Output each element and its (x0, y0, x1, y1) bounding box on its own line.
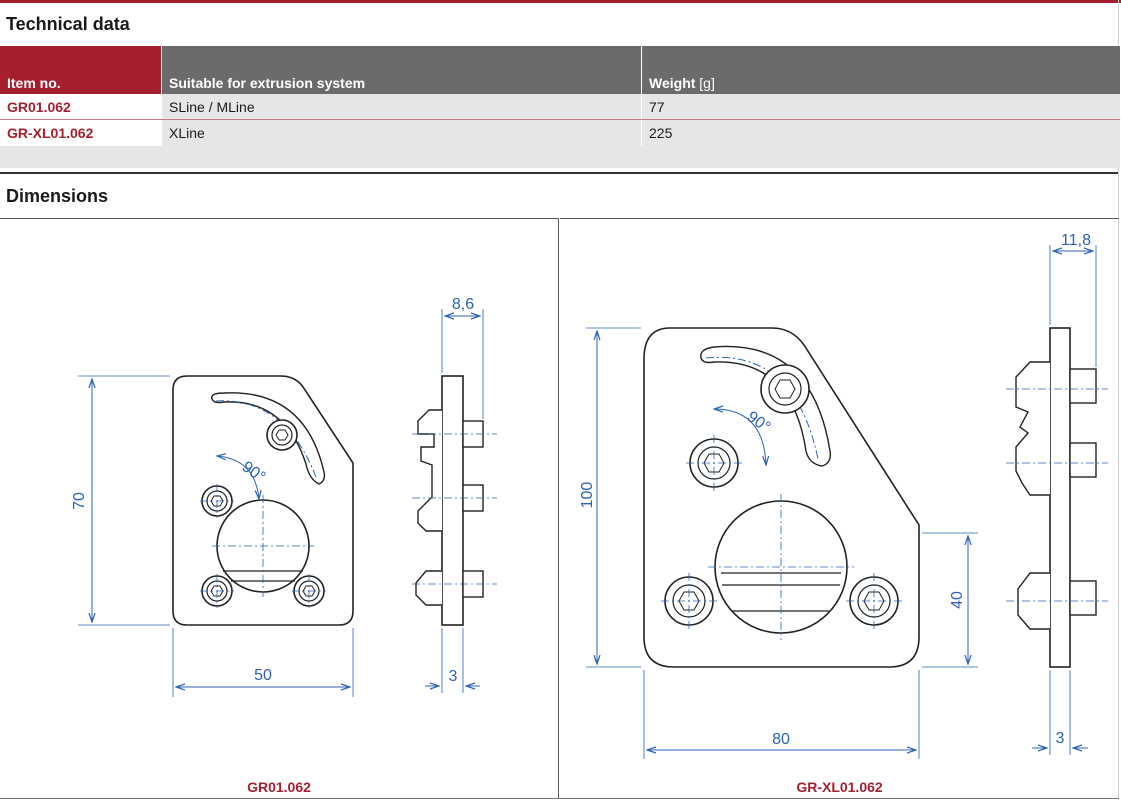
technical-drawing-gr01: 90° 70 50 8,6 3 (71, 296, 497, 697)
weight-unit: [g] (699, 75, 715, 91)
drawing-panel-gr01: 90° 70 50 8,6 3 GR01.062 (0, 218, 559, 799)
item-no-cell: GR01.062 (0, 94, 161, 120)
top-accent-line (0, 0, 1121, 3)
technical-data-table: Item no. Suitable for extrusion system W… (0, 46, 1120, 168)
bottom-border (0, 798, 1119, 799)
lower-height-label: 40 (949, 591, 966, 609)
technical-drawing-gr-xl01: 90° 100 40 80 11,8 3 (579, 232, 1108, 759)
width-label: 50 (254, 667, 272, 684)
section-divider (0, 172, 1118, 174)
column-header-system: Suitable for extrusion system (162, 46, 641, 94)
column-header-item-no: Item no. (0, 46, 161, 94)
side-depth-label: 8,6 (452, 296, 474, 313)
table-row: GR-XL01.062 XLine 225 (0, 119, 1120, 146)
height-label: 70 (71, 492, 88, 510)
item-no-cell: GR-XL01.062 (0, 120, 161, 146)
dimensions-title: Dimensions (6, 186, 109, 206)
screw-hole (266, 419, 298, 451)
column-header-weight: Weight [g] (642, 46, 1120, 94)
table-row: GR01.062 SLine / MLine 77 (0, 94, 1120, 120)
weight-cell: 77 (642, 94, 1120, 120)
side-depth-label: 11,8 (1061, 232, 1091, 249)
drawing-caption: GR01.062 (247, 779, 311, 795)
technical-data-title: Technical data (6, 14, 130, 34)
drawing-panel-gr-xl01: 90° 100 40 80 11,8 3 GR-XL01.0 (560, 218, 1119, 799)
system-cell: SLine / MLine (162, 94, 641, 120)
weight-label: Weight (649, 75, 696, 91)
table-footer (0, 146, 1120, 168)
side-thickness-label: 3 (1056, 730, 1065, 747)
page-right-border (1118, 0, 1119, 800)
width-label: 80 (772, 731, 790, 748)
side-view (1006, 327, 1108, 668)
row-divider (0, 119, 1120, 120)
system-cell: XLine (162, 120, 641, 146)
weight-cell: 225 (642, 120, 1120, 146)
table-header: Item no. Suitable for extrusion system W… (0, 46, 1120, 94)
drawing-caption: GR-XL01.062 (796, 779, 883, 795)
height-label: 100 (579, 482, 596, 509)
screw-hole (760, 364, 810, 414)
side-view (412, 375, 497, 626)
side-thickness-label: 3 (449, 668, 458, 685)
